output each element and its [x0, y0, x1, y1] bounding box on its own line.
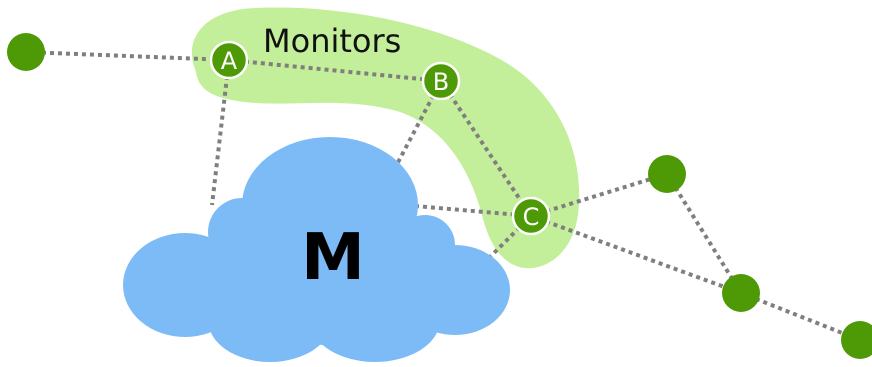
node-right-lower [841, 321, 872, 359]
edge-a-b [228, 58, 442, 83]
monitors-highlight-region [191, 7, 580, 269]
monitor-node-c: C [511, 196, 551, 236]
edge-a-cloud [210, 59, 231, 206]
node-left [7, 33, 45, 71]
cloud-m [123, 137, 510, 362]
cloud-label: M [301, 221, 365, 295]
monitors-label: Monitors [263, 22, 401, 60]
edge-b-c [439, 79, 533, 218]
monitor-node-a-label: A [221, 47, 238, 75]
edges [25, 50, 861, 342]
edge-right-upper-right-middle [665, 172, 743, 295]
monitor-node-c-label: C [523, 203, 540, 231]
edge-right-middle-right-lower [740, 291, 861, 342]
edge-left-node-a [25, 50, 230, 62]
edge-c-right-middle [530, 214, 742, 295]
edge-cloud-c [414, 204, 532, 218]
node-right-middle [722, 274, 760, 312]
monitor-node-b-label: B [433, 68, 449, 96]
monitor-node-a: A [209, 40, 249, 80]
monitor-node-b: B [421, 61, 461, 101]
node-right-upper [648, 155, 686, 193]
